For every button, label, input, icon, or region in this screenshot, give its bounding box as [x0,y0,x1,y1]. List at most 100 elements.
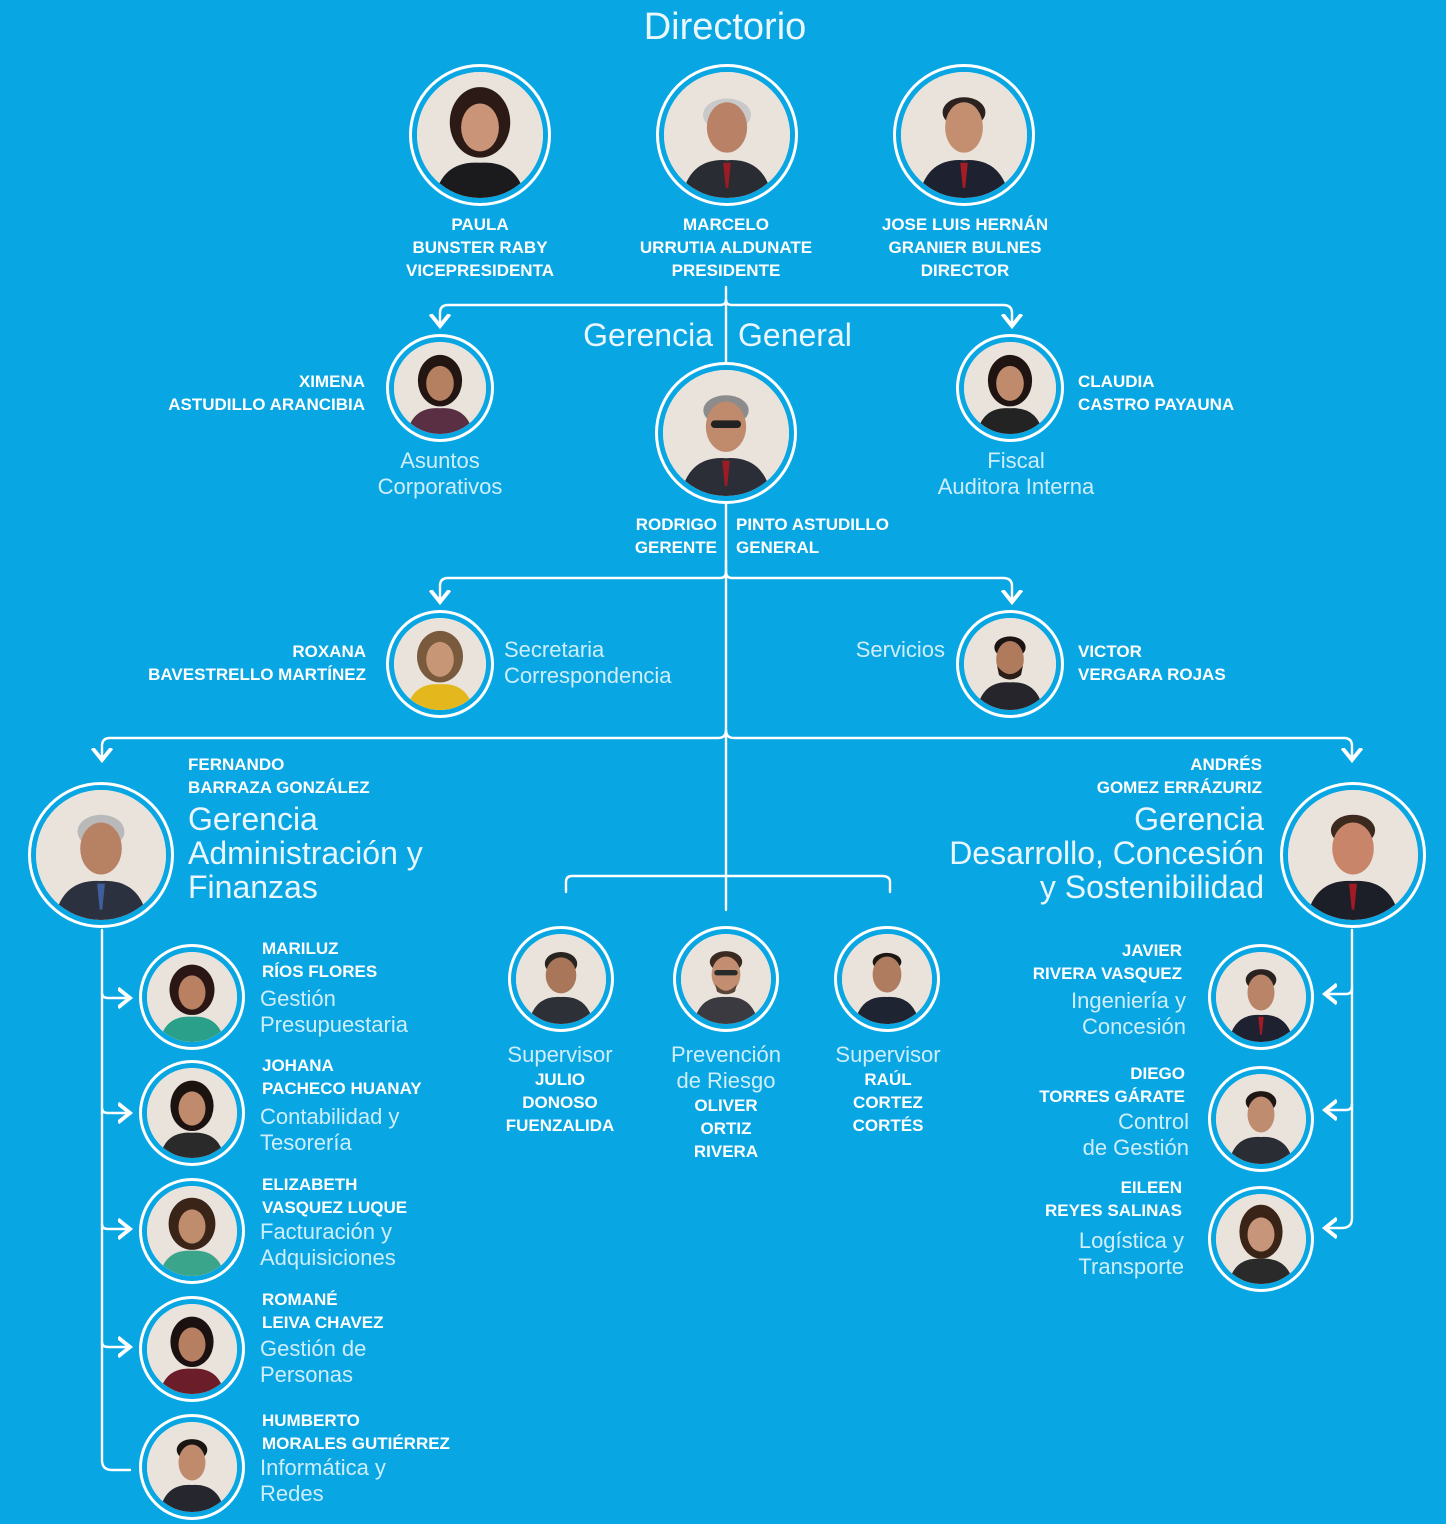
first-name: HUMBERTO [262,1411,360,1430]
center-julio: Supervisor JULIO DONOSO FUENZALIDA [480,1042,640,1137]
first-name: JULIO [534,1070,586,1089]
last-name: GOMEZ ERRÁZURIZ [1096,778,1262,797]
line-to-claudia [724,298,1012,326]
person-photo-icon [417,72,543,198]
directorio-title: Directorio [643,6,807,48]
avatar-eileen [1208,1186,1314,1292]
person-photo-icon [147,1304,237,1394]
last-name: LEIVA CHAVEZ [262,1313,384,1332]
avatar-elizabeth [139,1178,245,1284]
first-name: JOHANA [262,1056,334,1075]
position-title: GENERAL [736,538,820,557]
line-to-roxana [440,570,728,602]
avatar-roxana [386,610,494,718]
name-claudia: CLAUDIA CASTRO PAYAUNA [1078,370,1303,416]
first-name: VICTOR [1078,642,1142,661]
person-photo-icon [901,72,1027,198]
last-name: RIVERA [693,1142,759,1161]
name-rodrigo-right: PINTO ASTUDILLO GENERAL [736,513,956,559]
first-name: FERNANDO [188,755,285,774]
last-name: FUENZALIDA [505,1116,615,1135]
first-name: MARCELO [683,215,769,234]
name-paula: PAULA BUNSTER RABY VICEPRESIDENTA [380,213,580,282]
person-photo-icon [1288,790,1418,920]
name-jose-luis: JOSE LUIS HERNÁN GRANIER BULNES DIRECTOR [860,213,1070,282]
first-name: ROXANA [292,642,366,661]
person-photo-icon [663,370,789,496]
avatar-romane [139,1296,245,1402]
avatar-julio [508,926,614,1032]
first-name: RAÚL [864,1070,912,1089]
role-johana: Contabilidad y Tesorería [260,1104,400,1155]
first-name: ROMANÉ [262,1290,338,1309]
name-elizabeth: ELIZABETH VASQUEZ LUQUE [262,1173,502,1219]
name-humberto: HUMBERTO MORALES GUTIÉRREZ [262,1409,502,1455]
first-name: JOSE LUIS HERNÁN [881,215,1049,234]
last-name: GRANIER BULNES [888,238,1042,257]
role-ximena: Asuntos Corporativos [377,448,503,499]
last-name: ASTUDILLO ARANCIBIA [168,395,365,414]
name-johana: JOHANA PACHECO HUANAY [262,1054,502,1100]
name-victor: VICTOR VERGARA ROJAS [1078,640,1303,686]
role-diego: Control de Gestión [1082,1109,1189,1160]
person-photo-icon [681,934,771,1024]
person-photo-icon [147,1068,237,1158]
role-eileen: Logística y Transporte [1078,1228,1184,1279]
first-name: RODRIGO [635,515,717,534]
gerencia-title-right: General [738,317,852,353]
avatar-jose-luis [893,64,1035,206]
person-photo-icon [1216,952,1306,1042]
dept-admin: Gerencia Administración y Finanzas [188,801,423,905]
person-photo-icon [664,72,790,198]
person-photo-icon [147,1422,237,1512]
position-title: DIRECTOR [920,261,1010,280]
first-name: CLAUDIA [1078,372,1155,391]
person-photo-icon [36,790,166,920]
first-name: OLIVER [694,1096,758,1115]
name-mariluz: MARILUZ RÍOS FLORES [262,937,502,983]
role-elizabeth: Facturación y Adquisiciones [260,1219,396,1270]
position-title: PRESIDENTE [671,261,781,280]
avatar-mariluz [139,944,245,1050]
name-eileen: EILEEN REYES SALINAS [960,1176,1182,1222]
last-name: CORTÉS [852,1116,924,1135]
avatar-raul [834,926,940,1032]
avatar-diego [1208,1066,1314,1172]
last-name: RÍOS FLORES [262,962,378,981]
first-name: DIEGO [1130,1064,1185,1083]
role-humberto: Informática y Redes [260,1455,386,1506]
avatar-johana [139,1060,245,1166]
first-name: ANDRÉS [1190,755,1262,774]
gerencia-title-left: Gerencia [583,317,713,353]
name-ximena: XIMENA ASTUDILLO ARANCIBIA [140,370,365,416]
dept-desarrollo: Gerencia Desarrollo, Concesión y Sosteni… [949,801,1264,905]
last-name: BUNSTER RABY [412,238,548,257]
person-photo-icon [1216,1074,1306,1164]
avatar-javier [1208,944,1314,1050]
last-name: BAVESTRELLO MARTÍNEZ [148,665,366,684]
last-name: REYES SALINAS [1045,1201,1182,1220]
person-photo-icon [516,934,606,1024]
avatar-victor [956,610,1064,718]
desarrollo-vertical-line [1325,928,1354,1228]
last-name: PINTO ASTUDILLO [736,515,889,534]
name-andres: ANDRÉS GOMEZ ERRÁZURIZ [1010,753,1262,799]
name-rodrigo-left: RODRIGO GERENTE [560,513,717,559]
first-name: JAVIER [1121,941,1182,960]
first-name: MARILUZ [262,939,339,958]
first-name: ELIZABETH [262,1175,358,1194]
name-marcelo: MARCELO URRUTIA ALDUNATE PRESIDENTE [616,213,836,282]
person-photo-icon [842,934,932,1024]
last-name: RIVERA VASQUEZ [1032,964,1182,983]
center-oliver: Prevención de Riesgo OLIVER ORTIZ RIVERA [646,1042,806,1163]
first-name: XIMENA [298,372,365,391]
avatar-oliver [673,926,779,1032]
first-name: EILEEN [1120,1178,1182,1197]
last-name: MORALES GUTIÉRREZ [262,1434,450,1453]
last-name: PACHECO HUANAY [262,1079,422,1098]
role-victor: Servicios [855,637,945,662]
name-diego: DIEGO TORRES GÁRATE [960,1062,1185,1108]
role-mariluz: Gestión Presupuestaria [260,986,408,1037]
last-name: VASQUEZ LUQUE [262,1198,408,1217]
